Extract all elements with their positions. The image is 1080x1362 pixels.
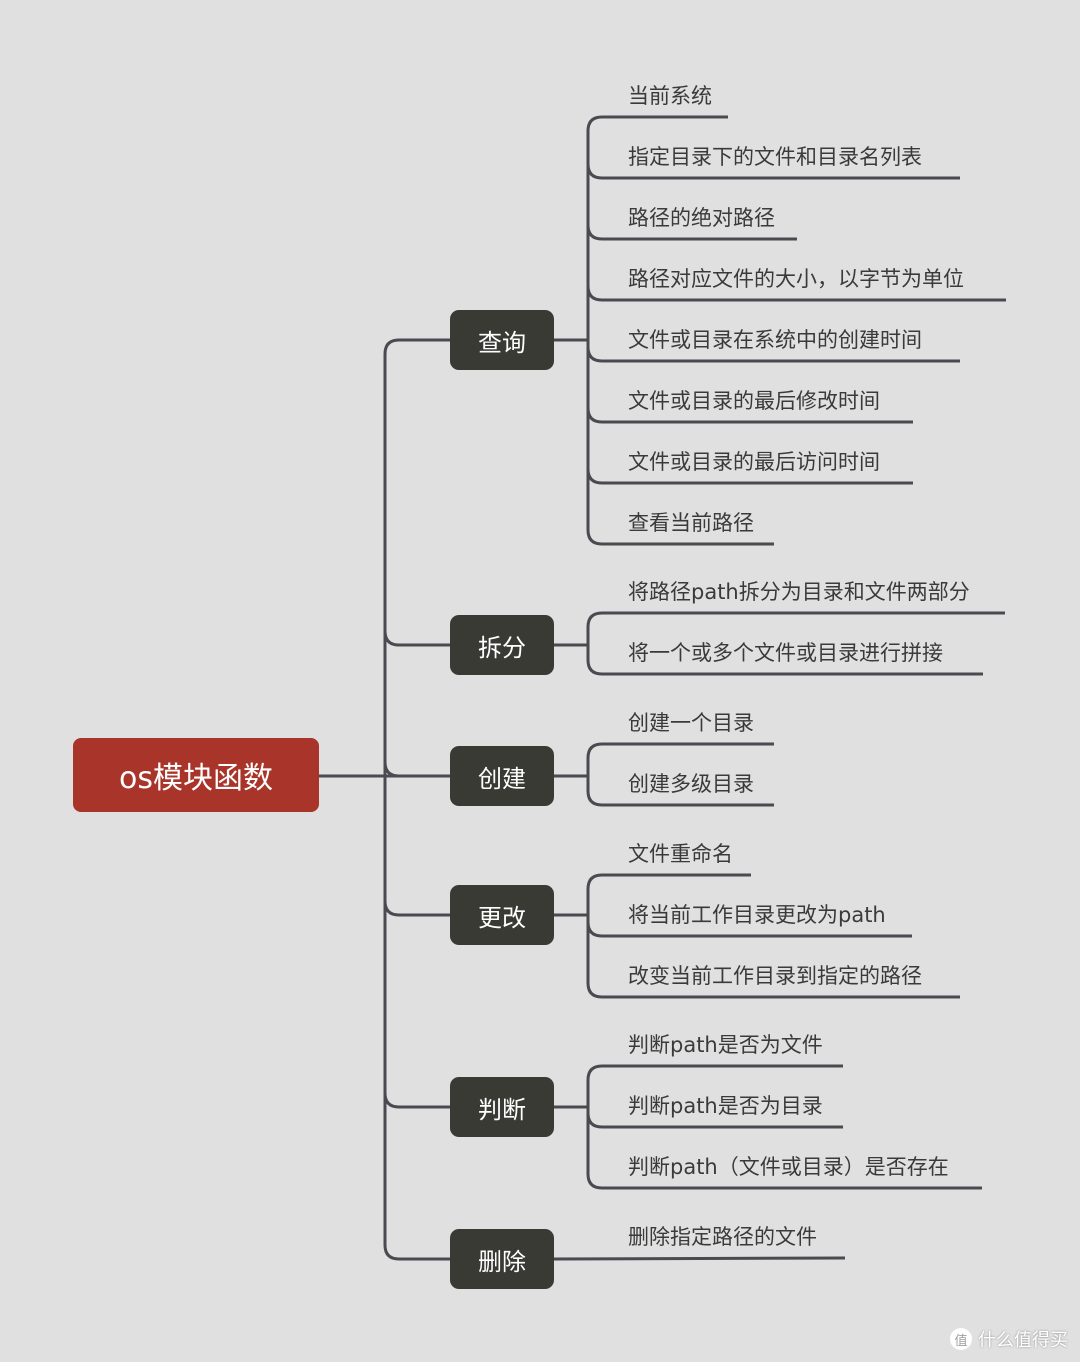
branch-connector <box>383 900 450 917</box>
leaf-item[interactable]: 路径对应文件的大小，以字节为单位 <box>628 267 964 291</box>
spine-connector <box>383 338 450 1261</box>
leaf-connector <box>586 1112 843 1129</box>
branch-node-5[interactable]: 删除 <box>450 1229 554 1289</box>
branch-connector <box>383 1092 450 1109</box>
watermark: 值 什么值得买 <box>950 1326 1068 1352</box>
leaf-connector <box>586 407 913 424</box>
branch-node-2[interactable]: 创建 <box>450 746 554 806</box>
leaf-connector <box>586 224 797 241</box>
leaf-connector <box>586 921 912 938</box>
leaf-connector <box>586 468 913 485</box>
leaf-item[interactable]: 将一个或多个文件或目录进行拼接 <box>628 641 943 665</box>
leaf-item[interactable]: 创建一个目录 <box>628 711 754 735</box>
root-node[interactable]: os模块函数 <box>73 738 319 812</box>
leaf-item[interactable]: 文件或目录的最后修改时间 <box>628 389 880 413</box>
leaf-item[interactable]: 路径的绝对路径 <box>628 206 775 230</box>
watermark-logo-icon: 值 <box>950 1328 972 1350</box>
leaf-bracket <box>586 115 774 546</box>
branch-node-1[interactable]: 拆分 <box>450 615 554 675</box>
leaf-bracket <box>586 1064 982 1190</box>
leaf-item[interactable]: 删除指定路径的文件 <box>628 1225 817 1249</box>
leaf-bracket <box>586 873 960 999</box>
leaf-item[interactable]: 将当前工作目录更改为path <box>628 903 886 927</box>
leaf-connector <box>586 285 1006 302</box>
leaf-item[interactable]: 当前系统 <box>628 84 712 108</box>
leaf-item[interactable]: 指定目录下的文件和目录名列表 <box>628 145 922 169</box>
leaf-item[interactable]: 查看当前路径 <box>628 511 754 535</box>
branch-node-0[interactable]: 查询 <box>450 310 554 370</box>
leaf-bracket <box>586 742 774 807</box>
leaf-connector <box>553 1256 846 1261</box>
leaf-item[interactable]: 改变当前工作目录到指定的路径 <box>628 964 922 988</box>
leaf-item[interactable]: 创建多级目录 <box>628 772 754 796</box>
leaf-connector <box>586 163 960 180</box>
leaf-bracket <box>586 611 1005 676</box>
branch-node-3[interactable]: 更改 <box>450 885 554 945</box>
leaf-item[interactable]: 将路径path拆分为目录和文件两部分 <box>628 580 970 604</box>
leaf-item[interactable]: 判断path是否为文件 <box>628 1033 823 1057</box>
branch-connector <box>383 630 450 647</box>
branch-connector <box>383 761 450 778</box>
leaf-item[interactable]: 判断path（文件或目录）是否存在 <box>628 1155 949 1179</box>
leaf-item[interactable]: 文件重命名 <box>628 842 733 866</box>
watermark-text: 什么值得买 <box>978 1330 1068 1351</box>
leaf-item[interactable]: 文件或目录的最后访问时间 <box>628 450 880 474</box>
leaf-item[interactable]: 文件或目录在系统中的创建时间 <box>628 328 922 352</box>
leaf-connector <box>586 346 960 363</box>
branch-node-4[interactable]: 判断 <box>450 1077 554 1137</box>
leaf-item[interactable]: 判断path是否为目录 <box>628 1094 823 1118</box>
